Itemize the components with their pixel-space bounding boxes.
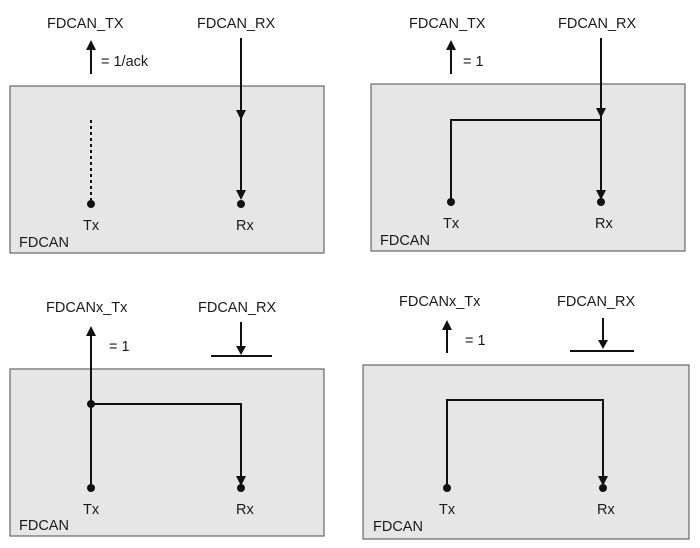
tx-pin-label: FDCAN_TX <box>47 16 124 32</box>
arrow-up-icon <box>86 40 96 50</box>
arrow-down-icon <box>236 476 246 486</box>
loopback-line <box>446 399 604 486</box>
rx-node-dot <box>237 200 245 208</box>
junction-dot <box>87 400 95 408</box>
fdcan-block <box>370 83 686 252</box>
rx-node-dot <box>599 484 607 492</box>
tx-node-label: Tx <box>443 216 460 232</box>
block-label: FDCAN <box>380 233 430 249</box>
rx-node-dot <box>597 198 605 206</box>
arrow-up-icon <box>442 320 452 330</box>
arrow-down-icon <box>598 476 608 486</box>
rx-pin-label: FDCAN_RX <box>198 300 276 316</box>
rx-node-label: Rx <box>236 218 254 234</box>
panel-1: FDCAN_TX FDCAN_RX = 1/ack Tx Rx FDCAN <box>9 16 325 254</box>
block-label: FDCAN <box>19 235 69 251</box>
tx-node-label: Tx <box>83 218 100 234</box>
tx-node-label: Tx <box>83 502 100 518</box>
tx-pin-label: FDCANx_Tx <box>399 294 481 310</box>
tx-value-label: = 1 <box>463 54 484 70</box>
loopback-line <box>450 119 601 202</box>
tx-node-label: Tx <box>439 502 456 518</box>
rx-node-label: Rx <box>236 502 254 518</box>
tx-pin-label: FDCANx_Tx <box>46 300 128 316</box>
tx-value-label: = 1 <box>465 333 486 349</box>
tx-value-label: = 1/ack <box>101 54 149 70</box>
block-label: FDCAN <box>373 519 423 535</box>
arrow-down-icon <box>596 108 606 118</box>
fdcan-block <box>362 364 690 540</box>
rx-node-label: Rx <box>595 216 613 232</box>
arrow-down-icon <box>596 190 606 200</box>
fdcan-block <box>9 85 325 254</box>
tx-pin-label: FDCAN_TX <box>409 16 486 32</box>
panel-3: FDCANx_Tx FDCAN_RX = 1 Tx Rx FDCAN <box>9 300 325 537</box>
tx-value-label: = 1 <box>109 339 130 355</box>
panel-4: FDCANx_Tx FDCAN_RX = 1 Tx Rx FDCAN <box>362 294 690 540</box>
arrow-down-icon <box>236 346 246 355</box>
arrow-up-icon <box>86 326 96 336</box>
tx-node-dot <box>443 484 451 492</box>
rx-node-dot <box>237 484 245 492</box>
rx-node-label: Rx <box>597 502 615 518</box>
rx-pin-label: FDCAN_RX <box>197 16 275 32</box>
tx-node-dot <box>447 198 455 206</box>
rx-pin-label: FDCAN_RX <box>557 294 635 310</box>
fdcan-block <box>9 368 325 537</box>
arrow-down-icon <box>598 340 608 349</box>
panel-2: FDCAN_TX FDCAN_RX = 1 Tx Rx FDCAN <box>370 16 686 252</box>
arrow-down-icon <box>236 190 246 200</box>
loopback-line <box>91 403 242 482</box>
tx-node-dot <box>87 200 95 208</box>
block-label: FDCAN <box>19 518 69 534</box>
arrow-up-icon <box>446 40 456 50</box>
rx-pin-label: FDCAN_RX <box>558 16 636 32</box>
tx-node-dot <box>87 484 95 492</box>
arrow-down-icon <box>236 110 246 120</box>
